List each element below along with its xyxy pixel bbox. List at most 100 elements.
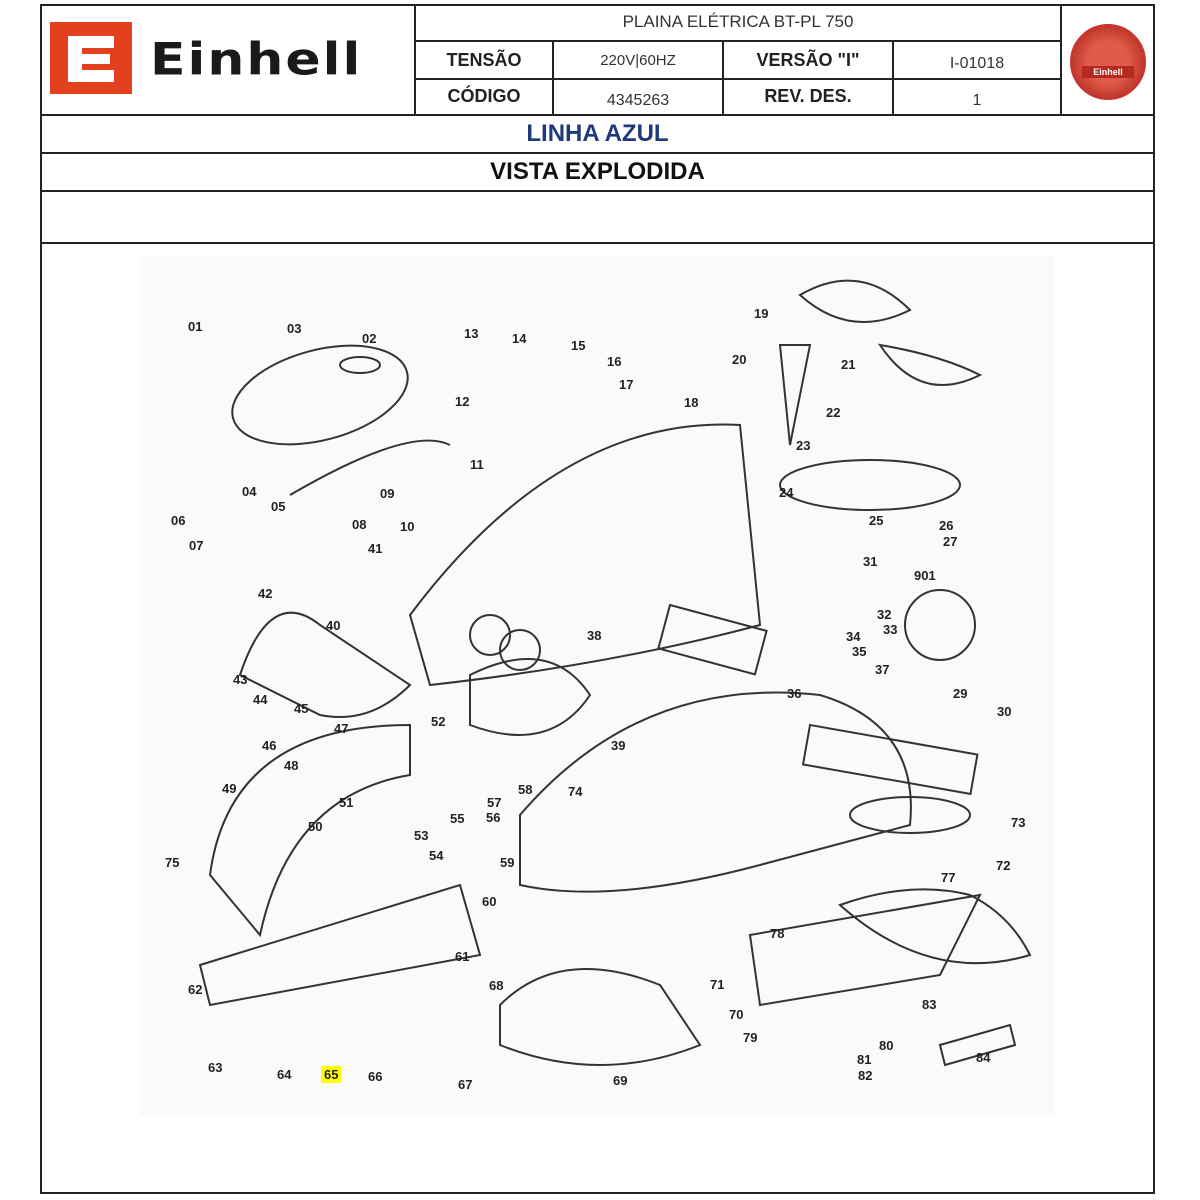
part-label: 46 xyxy=(262,738,277,753)
part-label: 44 xyxy=(253,692,268,707)
part-label: 05 xyxy=(271,499,286,514)
part-label: 18 xyxy=(684,395,699,410)
codigo-value: 4345263 xyxy=(606,92,670,109)
part-label: 22 xyxy=(826,405,841,420)
part-label: 64 xyxy=(277,1067,292,1082)
part-label: 39 xyxy=(611,738,626,753)
line-title: LINHA AZUL xyxy=(526,120,669,147)
part-label: 57 xyxy=(487,795,502,810)
part-label: 21 xyxy=(841,357,856,372)
part-label: 10 xyxy=(400,519,415,534)
part-label: 51 xyxy=(339,795,354,810)
part-label: 41 xyxy=(368,541,383,556)
part-label: 67 xyxy=(458,1077,473,1092)
view-title: VISTA EXPLODIDA xyxy=(490,158,705,185)
part-label: 37 xyxy=(875,662,890,677)
part-label: 32 xyxy=(877,607,892,622)
part-label: 09 xyxy=(380,486,395,501)
part-label: 69 xyxy=(613,1073,628,1088)
part-label: 63 xyxy=(208,1060,223,1075)
part-label: 01 xyxy=(188,319,203,334)
part-label: 53 xyxy=(414,828,429,843)
product-title: PLAINA ELÉTRICA BT-PL 750 xyxy=(622,12,854,31)
part-label: 17 xyxy=(619,377,634,392)
part-label: 25 xyxy=(869,513,884,528)
part-label: 15 xyxy=(571,338,586,353)
part-label: 68 xyxy=(489,978,504,993)
versao-value: I-01018 xyxy=(949,55,1005,72)
part-label: 38 xyxy=(587,628,602,643)
part-label: 42 xyxy=(258,586,273,601)
part-label: 59 xyxy=(500,855,515,870)
part-label: 31 xyxy=(863,554,878,569)
part-label: 34 xyxy=(846,629,861,644)
tensao-label: TENSÃO xyxy=(446,49,522,70)
part-label: 30 xyxy=(997,704,1012,719)
part-label: 79 xyxy=(743,1030,758,1045)
part-label: 49 xyxy=(222,781,237,796)
einhell-seal: Einhell xyxy=(1070,24,1146,100)
document-frame xyxy=(40,4,1155,1194)
part-label: 77 xyxy=(941,870,956,885)
part-label: 73 xyxy=(1011,815,1026,830)
einhell-logo-mark xyxy=(50,22,132,94)
part-label: 75 xyxy=(165,855,180,870)
part-label: 48 xyxy=(284,758,299,773)
part-label: 58 xyxy=(518,782,533,797)
part-label: 07 xyxy=(189,538,204,553)
part-label: 20 xyxy=(732,352,747,367)
part-label: 23 xyxy=(796,438,811,453)
tensao-value: 220V|60HZ xyxy=(600,51,676,69)
part-label: 14 xyxy=(512,331,527,346)
part-label: 16 xyxy=(607,354,622,369)
part-label-highlighted: 65 xyxy=(321,1066,342,1083)
part-label: 47 xyxy=(334,721,349,736)
part-label: 82 xyxy=(858,1068,873,1083)
rev-value: 1 xyxy=(972,92,982,109)
part-label: 81 xyxy=(857,1052,872,1067)
part-label: 02 xyxy=(362,331,377,346)
part-label: 45 xyxy=(294,701,309,716)
exploded-view-diagram: 01 03 02 13 14 15 16 17 12 18 19 20 21 2… xyxy=(140,255,1055,1115)
versao-label: VERSÃO "I" xyxy=(756,49,860,70)
part-label: 24 xyxy=(779,485,794,500)
rev-label: REV. DES. xyxy=(764,85,852,106)
diagram-drawing xyxy=(198,279,1032,1067)
part-label: 13 xyxy=(464,326,479,341)
part-label: 78 xyxy=(770,926,785,941)
part-label: 84 xyxy=(976,1050,991,1065)
part-label: 55 xyxy=(450,811,465,826)
part-label: 12 xyxy=(455,394,470,409)
part-label: 52 xyxy=(431,714,446,729)
part-label: 35 xyxy=(852,644,867,659)
part-label: 50 xyxy=(308,819,323,834)
part-label: 36 xyxy=(787,686,802,701)
part-label: 33 xyxy=(883,622,898,637)
brand-logo: Einhell xyxy=(150,34,363,86)
part-label: 72 xyxy=(996,858,1011,873)
part-label: 08 xyxy=(352,517,367,532)
part-label: 03 xyxy=(287,321,302,336)
part-label: 19 xyxy=(754,306,769,321)
part-label: 71 xyxy=(710,977,725,992)
codigo-label: CÓDIGO xyxy=(447,85,521,106)
part-label: 04 xyxy=(242,484,257,499)
part-label: 26 xyxy=(939,518,954,533)
part-label: 56 xyxy=(486,810,501,825)
part-label: 06 xyxy=(171,513,186,528)
part-label: 11 xyxy=(470,457,484,472)
part-label: 27 xyxy=(943,534,958,549)
part-label: 66 xyxy=(368,1069,383,1084)
part-label: 62 xyxy=(188,982,203,997)
part-label: 40 xyxy=(326,618,341,633)
part-label: 54 xyxy=(429,848,444,863)
part-label: 70 xyxy=(729,1007,744,1022)
part-label: 61 xyxy=(455,949,470,964)
part-label: 83 xyxy=(922,997,937,1012)
part-label: 29 xyxy=(953,686,968,701)
part-label: 74 xyxy=(568,784,583,799)
part-label: 901 xyxy=(914,568,936,583)
part-label: 43 xyxy=(233,672,248,687)
part-label: 60 xyxy=(482,894,497,909)
